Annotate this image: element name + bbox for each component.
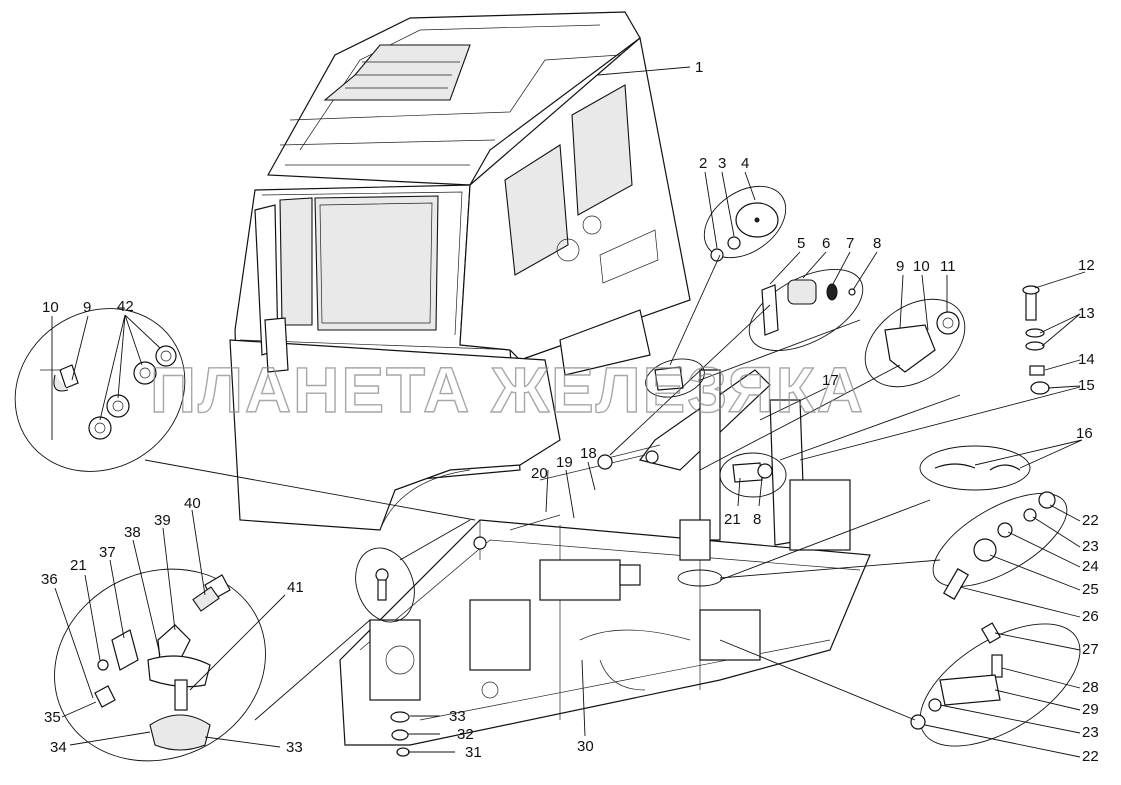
callout-15: 15 [1078,377,1095,394]
callout-26: 26 [1082,608,1099,625]
callout-25: 25 [1082,581,1099,598]
callout-17: 17 [822,372,839,389]
detail-parts [40,202,1056,757]
callout-33-lower: 33 [449,708,466,725]
callout-12: 12 [1078,257,1095,274]
callout-3: 3 [718,155,726,172]
callout-27: 27 [1082,641,1099,658]
callout-14: 14 [1078,351,1095,368]
callout-4: 4 [741,155,749,172]
callout-8-lower: 8 [753,511,761,528]
callout-7: 7 [846,235,854,252]
callout-11: 11 [940,258,956,275]
callout-1: 1 [695,59,703,76]
callout-30: 30 [577,738,594,755]
callout-28: 28 [1082,679,1099,696]
callout-23-lower: 23 [1082,724,1099,741]
callout-35: 35 [44,709,61,726]
callout-22-lower: 22 [1082,748,1099,765]
callout-10-left: 10 [42,299,59,316]
callout-21-lower: 21 [70,557,87,574]
callout-23-upper: 23 [1082,538,1099,555]
callout-20: 20 [531,465,548,482]
callout-34: 34 [50,739,67,756]
callout-16: 16 [1076,425,1093,442]
callout-2: 2 [699,155,707,172]
callout-18: 18 [580,445,597,462]
callout-31: 31 [465,744,482,761]
callout-10: 10 [913,258,930,275]
callout-5: 5 [797,235,805,252]
callout-32: 32 [457,726,474,743]
callout-42: 42 [117,298,134,315]
watermark: ПЛАНЕТА ЖЕЛЕЗЯКА [150,354,865,426]
callout-38: 38 [124,524,141,541]
callout-29: 29 [1082,701,1099,718]
callout-36: 36 [41,571,58,588]
callout-13: 13 [1078,305,1095,322]
leader-lines [51,66,1086,758]
callout-19: 19 [556,454,573,471]
callout-33-right: 33 [286,739,303,756]
callout-9: 9 [896,258,904,275]
callout-22-upper: 22 [1082,512,1099,529]
callout-21-upper: 21 [724,511,741,528]
callout-9-left: 9 [83,299,91,316]
callout-39: 39 [154,512,171,529]
callout-8: 8 [873,235,881,252]
callout-40: 40 [184,495,201,512]
callout-6: 6 [822,235,830,252]
callout-41: 41 [287,579,304,596]
callout-37: 37 [99,544,116,561]
callout-24: 24 [1082,558,1099,575]
cab-body [229,11,691,531]
callout-labels: 1 2 3 4 5 6 7 8 9 10 11 12 13 14 15 16 1… [41,59,1099,765]
